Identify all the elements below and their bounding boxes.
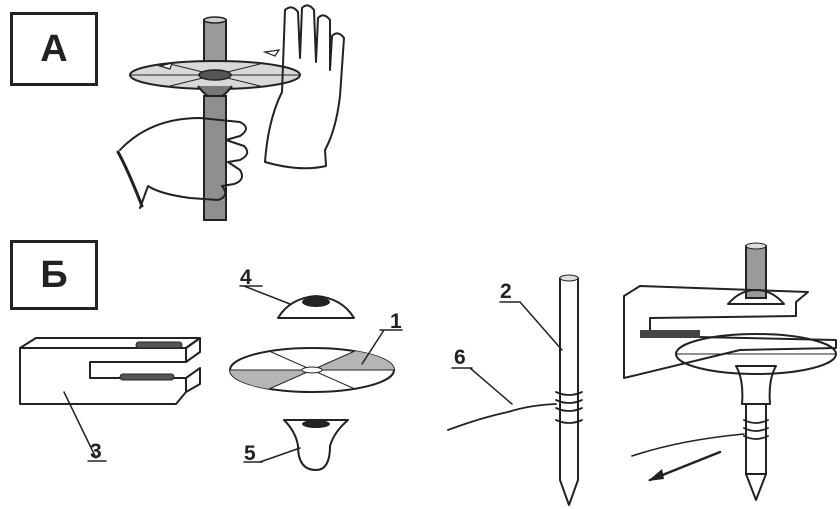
part-labels: 1 2 3 4 5 6 [90, 266, 512, 465]
rod-bottom [203, 95, 227, 221]
disc-1 [229, 329, 403, 393]
panel-a-label: А [10, 12, 98, 86]
part-number-4: 4 [240, 266, 252, 289]
string-6 [447, 367, 557, 431]
part-number-6: 6 [454, 346, 466, 369]
assembled-spinner [623, 242, 837, 501]
part-number-2: 2 [500, 280, 512, 303]
part-number-1: 1 [390, 310, 402, 333]
slotted-board-3 [19, 337, 201, 462]
part-number-5: 5 [244, 442, 256, 465]
part-number-3: 3 [90, 440, 102, 463]
holding-hand [119, 117, 249, 209]
pushing-hand [264, 4, 345, 170]
lower-hub-5 [243, 419, 349, 471]
panel-a-illustration [116, 4, 345, 221]
panel-b-label: Б [10, 240, 98, 310]
rod-2 [499, 274, 583, 506]
upper-hub-4 [239, 285, 355, 319]
